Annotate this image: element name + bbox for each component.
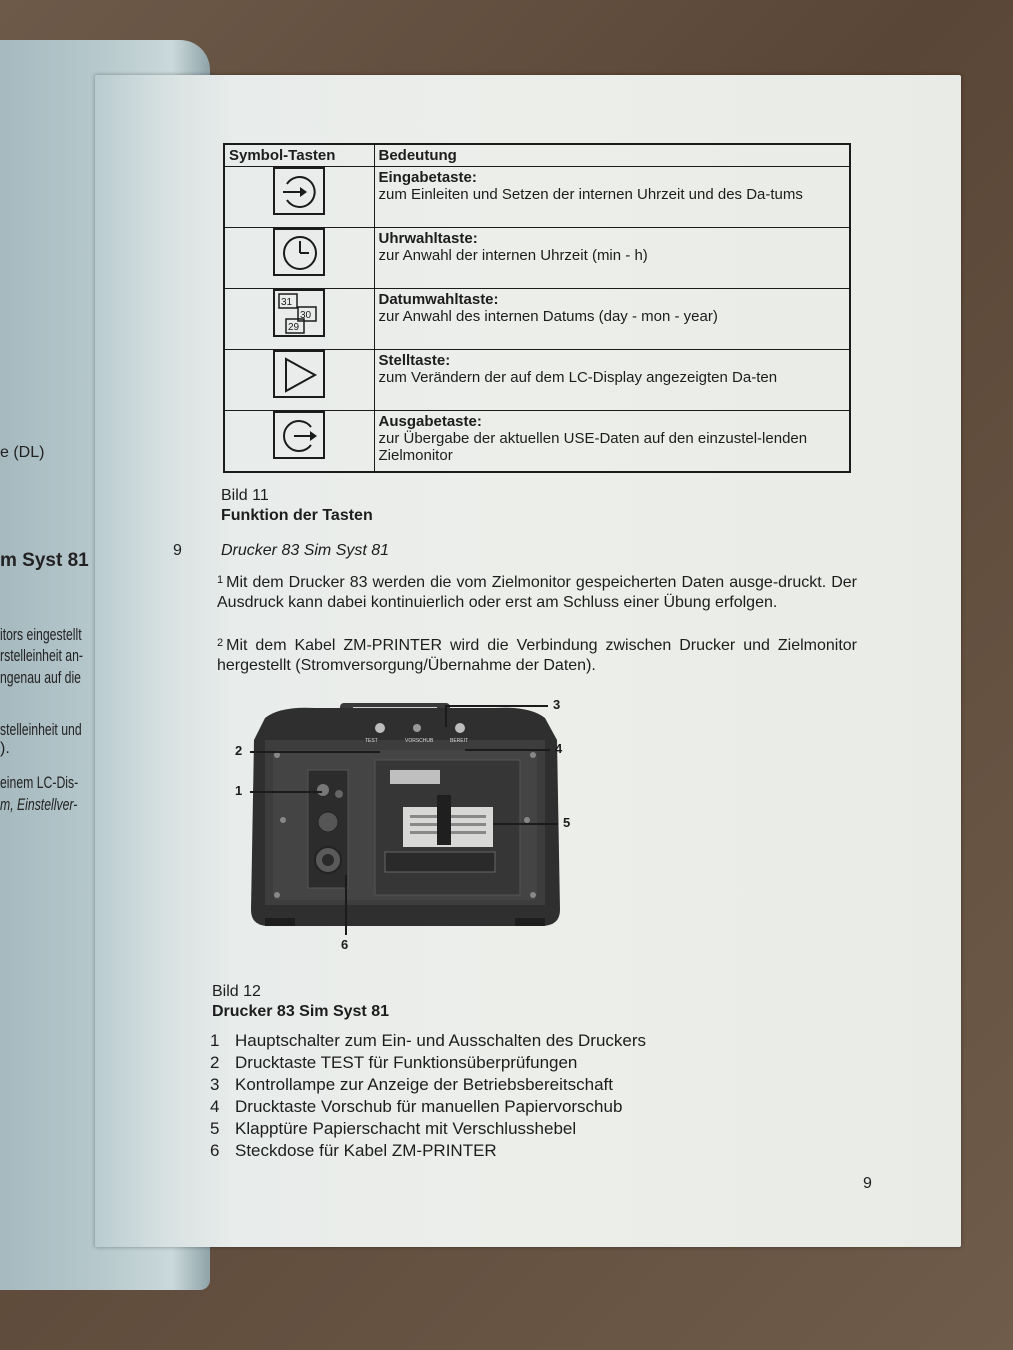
leader-line — [445, 705, 447, 727]
printer-photo: TEST VORSCHUB BEREIT — [225, 700, 585, 930]
calendar-number: 30 — [300, 310, 312, 321]
leader-line — [345, 875, 347, 935]
left-snippet: ). — [0, 740, 10, 757]
paragraph-text: Mit dem Drucker 83 werden die vom Zielmo… — [217, 574, 857, 611]
callout-number: 3 — [553, 697, 561, 712]
section-number: 9 — [173, 542, 182, 559]
paragraph-number: 1 — [217, 574, 224, 586]
leader-line — [493, 823, 558, 825]
callout-number: 6 — [341, 937, 349, 952]
table-row: Eingabetaste: zum Einleiten und Setzen d… — [223, 166, 851, 228]
output-arrow-icon — [273, 411, 326, 459]
left-snippet: m, Einstellver- — [0, 795, 78, 814]
table-row: Uhrwahltaste: zur Anwahl der internen Uh… — [223, 227, 851, 289]
left-snippet: stelleinheit und — [0, 720, 82, 739]
key-description: zum Einleiten und Setzen der internen Uh… — [378, 186, 803, 203]
page-number: 9 — [863, 1175, 872, 1192]
table-row: 31 30 29 Datumwahltaste: zur Anwahl des … — [223, 288, 851, 350]
key-description: zum Verändern der auf dem LC-Display ang… — [378, 369, 778, 386]
key-description: zur Übergabe der aktuellen USE-Daten auf… — [378, 430, 808, 464]
paragraph-number: 2 — [217, 637, 224, 649]
table-row: Stelltaste: zum Verändern der auf dem LC… — [223, 349, 851, 411]
triangle-play-icon — [273, 350, 326, 398]
left-snippet: einem LC-Dis- — [0, 773, 79, 792]
panel-label: VORSCHUB — [405, 738, 434, 744]
clock-icon — [273, 228, 326, 276]
key-description: zur Anwahl des internen Datums (day - mo… — [378, 308, 718, 325]
left-snippet: rstelleinheit an- — [0, 646, 84, 665]
leader-line — [445, 705, 548, 707]
key-title: Stelltaste: — [378, 352, 451, 369]
header-symbol: Symbol-Tasten — [223, 143, 375, 167]
figure-title: Drucker 83 Sim Syst 81 — [212, 1003, 389, 1020]
callout-number: 5 — [563, 815, 571, 830]
figure-label: Bild 12 — [212, 983, 261, 1000]
calendar-number: 31 — [281, 297, 293, 308]
callout-number: 2 — [235, 743, 243, 758]
left-snippet: ngenau auf die — [0, 668, 81, 687]
key-title: Eingabetaste: — [378, 169, 477, 186]
left-snippet: itors eingestellt — [0, 625, 82, 644]
callout-number: 4 — [555, 741, 563, 756]
panel-label: BEREIT — [450, 738, 468, 744]
left-snippet: e (DL) — [0, 444, 45, 461]
key-title: Ausgabetaste: — [378, 413, 482, 430]
key-title: Datumwahltaste: — [378, 291, 499, 308]
input-arrow-icon — [273, 167, 326, 215]
calendar-icon: 31 30 29 — [273, 289, 326, 337]
leader-line — [250, 791, 322, 793]
section-title: Drucker 83 Sim Syst 81 — [221, 542, 390, 559]
leader-line — [465, 749, 550, 751]
key-description: zur Anwahl der internen Uhrzeit (min - h… — [378, 247, 648, 264]
figure-title: Funktion der Tasten — [221, 507, 373, 524]
figure-label: Bild 11 — [221, 487, 269, 504]
header-meaning: Bedeutung — [373, 143, 851, 167]
calendar-number: 29 — [288, 322, 300, 333]
left-snippet-heading: m Syst 81 — [0, 550, 89, 571]
callout-number: 1 — [235, 783, 243, 798]
table-header-row: Symbol-Tasten Bedeutung — [223, 143, 851, 167]
paragraph-text: Mit dem Kabel ZM-PRINTER wird die Verbin… — [217, 637, 857, 674]
table-row: Ausgabetaste: zur Übergabe der aktuellen… — [223, 410, 851, 472]
document-page: Symbol-Tasten Bedeutung Eingabeta — [95, 75, 961, 1247]
symbol-keys-table: Symbol-Tasten Bedeutung Eingabeta — [223, 143, 851, 473]
leader-line — [250, 751, 380, 753]
key-title: Uhrwahltaste: — [378, 230, 478, 247]
panel-label: TEST — [365, 738, 378, 744]
